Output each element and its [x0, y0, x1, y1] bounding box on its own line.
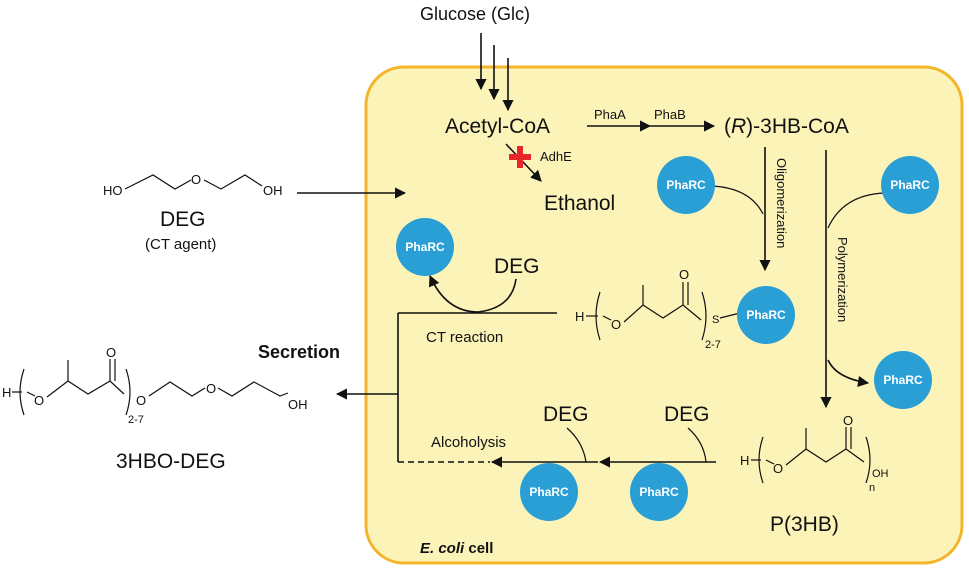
svg-text:PhaRC: PhaRC	[883, 373, 923, 387]
adhe-arrow	[505, 143, 542, 182]
pharc-enzyme-oligo: PhaRC	[657, 156, 715, 214]
product-carbonyl-o: O	[106, 345, 116, 360]
svg-text:PhaRC: PhaRC	[746, 308, 786, 322]
alcoholysis-label: Alcoholysis	[431, 434, 506, 451]
pharc-enzyme-ct: PhaRC	[396, 218, 454, 276]
phaa-label: PhaA	[594, 107, 626, 122]
product-ester-o: O	[136, 393, 146, 408]
secretion-label: Secretion	[258, 342, 340, 362]
ecoli-cell-boundary	[364, 65, 964, 565]
svg-text:PhaRC: PhaRC	[639, 485, 679, 499]
oligomer-o: O	[611, 317, 621, 332]
p3hb-carbonyl-o: O	[843, 413, 853, 428]
pharc-enzyme-alcoholysis-1: PhaRC	[520, 463, 578, 521]
oligomer-carbonyl-o: O	[679, 267, 689, 282]
oligomer-range: 2-7	[705, 339, 721, 351]
adhe-label: AdhE	[540, 149, 572, 164]
svg-text:PhaRC: PhaRC	[405, 240, 445, 254]
ct-deg-label: DEG	[494, 255, 540, 278]
3hbo-deg-structure: H O O 2-7 O O OH	[2, 345, 308, 426]
svg-text:PhaRC: PhaRC	[529, 485, 569, 499]
oligomerization-pharc-curve	[711, 185, 764, 215]
pharc-enzyme-released: PhaRC	[874, 351, 932, 409]
deg-curve-1	[566, 427, 587, 463]
p3hb-oh: OH	[872, 468, 889, 480]
pharc-enzyme-poly: PhaRC	[881, 156, 939, 214]
ethanol-label: Ethanol	[544, 192, 615, 215]
p3hb-o: O	[773, 461, 783, 476]
oligomerization-label: Oligomerization	[774, 158, 789, 248]
deg-label: DEG	[160, 208, 206, 231]
pharc-enzyme-alcoholysis-2: PhaRC	[630, 463, 688, 521]
pharc-release-arrow	[827, 359, 870, 387]
p3hb-label: P(3HB)	[770, 513, 839, 536]
ct-reaction-arrow	[428, 274, 517, 313]
deg-structure: HO O OH	[103, 172, 283, 198]
product-oh: OH	[288, 397, 308, 412]
ct-agent-label: (CT agent)	[145, 236, 216, 253]
product-range: 2-7	[128, 414, 144, 426]
p3hb-n: n	[869, 482, 875, 494]
deg-ether-o: O	[191, 172, 201, 187]
phab-label: PhaB	[654, 107, 686, 122]
product-h: H	[2, 385, 11, 400]
ct-reaction-label: CT reaction	[426, 329, 503, 346]
svg-text:PhaRC: PhaRC	[666, 178, 706, 192]
pharc-enzyme-oligomer: PhaRC	[737, 286, 795, 344]
alcoholysis-deg-2: DEG	[664, 403, 710, 426]
inhibition-cross-icon	[509, 146, 531, 168]
oligomer-s: S	[712, 314, 719, 326]
product-ether-o: O	[206, 381, 216, 396]
p3hb-h: H	[740, 453, 749, 468]
svg-text:PhaRC: PhaRC	[890, 178, 930, 192]
hb-coa-label: (R)-3HB-CoA	[724, 115, 849, 138]
alcoholysis-deg-1: DEG	[543, 403, 589, 426]
polymerization-pharc-curve	[827, 192, 885, 229]
cell-label: E. coli cell	[420, 540, 493, 557]
oligomer-h: H	[575, 309, 584, 324]
product-label: 3HBO-DEG	[116, 450, 226, 473]
acetyl-coa-label: Acetyl-CoA	[445, 115, 550, 138]
deg-ho: HO	[103, 183, 123, 198]
product-o1: O	[34, 393, 44, 408]
p3hb-structure: H O O n OH	[740, 413, 889, 494]
oligomer-pharc-structure: H O O 2-7 S	[575, 267, 741, 351]
deg-oh: OH	[263, 183, 283, 198]
glucose-label: Glucose (Glc)	[420, 4, 530, 24]
deg-curve-2	[687, 427, 707, 463]
polymerization-label: Polymerization	[835, 237, 850, 322]
